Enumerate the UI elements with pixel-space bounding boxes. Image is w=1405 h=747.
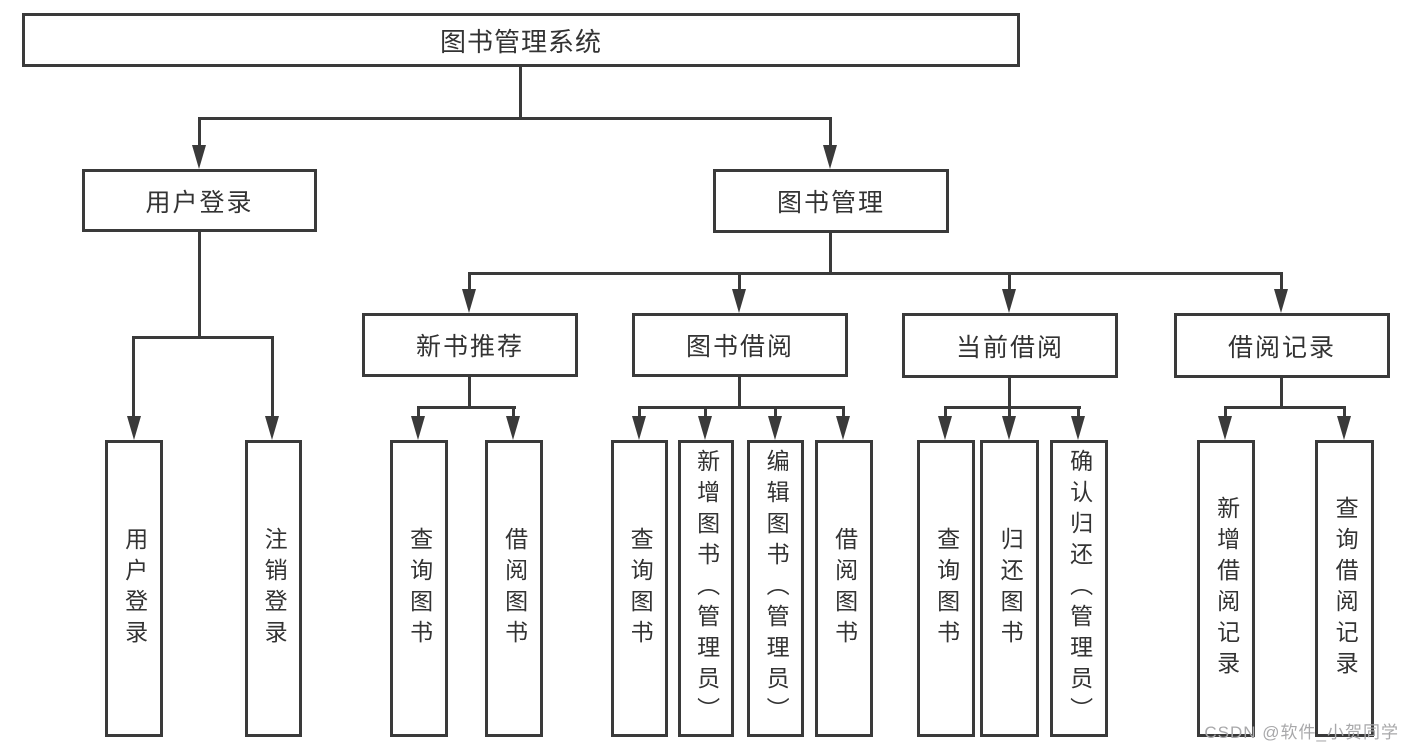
arrow-down-icon [506,416,520,440]
connector-line [1008,272,1011,292]
arrow-down-icon [938,416,952,440]
leaf-query-books-current: 查询图书 [917,440,975,737]
connector-line [417,406,420,418]
node-label: 新增借阅记录 [1213,495,1240,682]
arrow-down-icon [632,416,646,440]
node-label: 图书管理 [776,189,885,217]
arrow-down-icon [127,416,141,440]
node-label: 用户登录 [145,188,254,217]
connector-line [842,406,845,418]
node-label: 查询图书 [627,526,654,651]
connector-line [1280,272,1283,292]
node-library-management-system: 图书管理系统 [22,13,1020,67]
connector-line [468,377,471,409]
node-label: 借阅记录 [1227,333,1336,362]
node-label: 图书借阅 [685,333,794,361]
arrow-down-icon [1337,416,1351,440]
arrow-down-icon [1218,416,1232,440]
leaf-add-book-admin: 新增图书（管理员） [678,440,734,737]
connector-line [271,336,274,418]
leaf-query-books-borrowing: 查询图书 [611,440,668,737]
connector-line [1280,378,1283,409]
node-book-management: 图书管理 [713,169,949,233]
arrow-down-icon [836,416,850,440]
node-label: 编辑图书（管理员） [763,449,790,728]
connector-line [468,272,1283,275]
leaf-user-login: 用户登录 [105,440,163,737]
watermark: CSDN @软件_小贺同学 [1204,723,1399,742]
arrow-down-icon [192,145,206,169]
connector-line [1343,406,1346,418]
leaf-edit-book-admin: 编辑图书（管理员） [747,440,804,737]
node-current-borrowing: 当前借阅 [902,313,1118,378]
connector-line [738,377,741,409]
arrow-down-icon [698,416,712,440]
connector-line [519,67,522,117]
arrow-down-icon [265,416,279,440]
leaf-borrow-books-recommend: 借阅图书 [485,440,543,737]
node-label: 借阅图书 [501,526,528,651]
leaf-confirm-return-admin: 确认归还（管理员） [1050,440,1108,737]
connector-line [198,117,832,120]
node-label: 归还图书 [997,526,1024,651]
node-label: 图书管理系统 [439,26,602,57]
leaf-return-book: 归还图书 [980,440,1039,737]
connector-line [1224,406,1227,418]
connector-line [512,406,515,418]
arrow-down-icon [1002,289,1016,313]
connector-line [774,406,777,418]
connector-line [198,232,201,339]
connector-line [1077,406,1080,418]
connector-line [944,406,1081,409]
node-label: 当前借阅 [955,333,1064,362]
connector-line [829,233,832,275]
connector-line [704,406,707,418]
connector-line [198,117,201,147]
node-book-borrowing: 图书借阅 [632,313,848,377]
leaf-borrow-books-borrowing: 借阅图书 [815,440,873,737]
leaf-logout: 注销登录 [245,440,302,737]
connector-line [468,272,471,292]
connector-line [417,406,516,409]
node-label: 用户登录 [121,526,148,651]
leaf-query-borrow-record: 查询借阅记录 [1315,440,1374,737]
connector-line [738,272,741,292]
connector-line [1008,378,1011,409]
arrow-down-icon [411,416,425,440]
connector-line [1224,406,1345,409]
connector-line [638,406,641,418]
connector-line [829,117,832,147]
leaf-add-borrow-record: 新增借阅记录 [1197,440,1255,737]
arrow-down-icon [1274,289,1288,313]
node-user-login: 用户登录 [82,169,317,232]
node-borrowing-records: 借阅记录 [1174,313,1390,378]
node-label: 查询图书 [406,526,433,651]
node-label: 查询借阅记录 [1332,495,1359,682]
connector-line [132,336,135,418]
arrow-down-icon [732,289,746,313]
node-label: 新增图书（管理员） [693,449,720,728]
connector-line [132,336,274,339]
connector-line [944,406,947,418]
node-label: 借阅图书 [831,526,858,651]
leaf-query-books-recommend: 查询图书 [390,440,448,737]
node-label: 确认归还（管理员） [1066,449,1093,728]
node-label: 新书推荐 [415,333,524,361]
node-label: 注销登录 [261,526,288,651]
arrow-down-icon [768,416,782,440]
node-new-book-recommendation: 新书推荐 [362,313,578,377]
arrow-down-icon [462,289,476,313]
connector-line [638,406,845,409]
arrow-down-icon [1002,416,1016,440]
connector-line [1008,406,1011,418]
arrow-down-icon [823,145,837,169]
node-label: 查询图书 [933,526,960,651]
arrow-down-icon [1071,416,1085,440]
